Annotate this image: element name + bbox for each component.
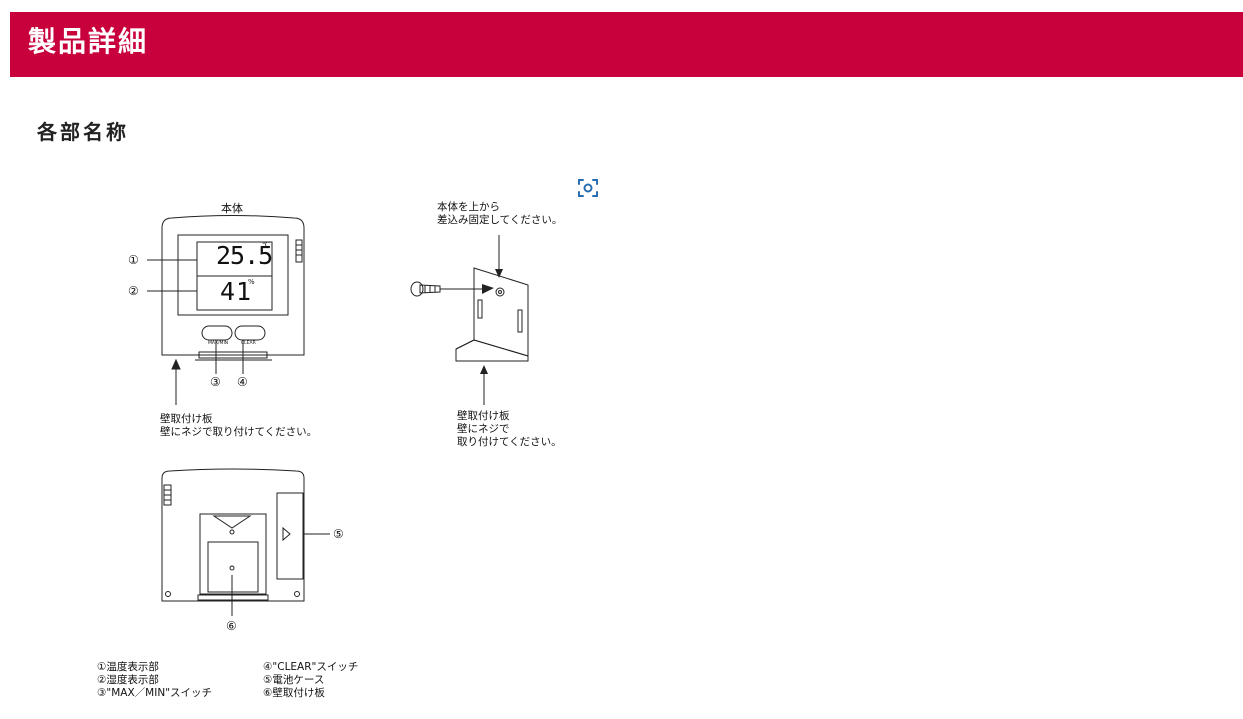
bracket-top-note-line-1: 本体を上から [437,201,500,213]
legend-item-3: ③"MAX／MIN"スイッチ [97,687,213,699]
back-callout-lines [231,533,330,616]
bracket-bottom-note-line-1: 壁取付け板 [457,410,510,422]
legend-item-1: ①温度表示部 [97,661,159,673]
bracket-arrow [480,365,488,374]
insert-arrow [495,269,503,278]
callout-1: ① [128,253,139,267]
mount-note-line-1: 壁取付け板 [160,413,213,425]
front-callout-lines [147,259,244,405]
front-unit-illustration [161,215,305,361]
section-title: 各部名称 [37,120,129,144]
mount-note-line-2: 壁にネジで取り付けてください。 [160,426,318,438]
callout-2: ② [128,284,139,298]
clear-button-label: CLEAR [241,341,256,346]
bracket-illustration [455,267,529,362]
zoom-icon[interactable] [576,176,600,200]
screw-illustration [410,281,482,297]
bracket-bottom-note-line-3: 取り付けてください。 [457,436,562,448]
legend-item-4: ④"CLEAR"スイッチ [263,661,359,673]
bracket-bottom-note-line-2: 壁にネジで [457,423,510,435]
callout-5: ⑤ [333,527,344,541]
callout-3: ③ [210,375,221,389]
mount-arrow [171,358,181,370]
bracket-top-note-line-2: 差込み固定してください。 [437,214,563,226]
page-title: 製品詳細 [28,25,149,58]
max-min-button-label: MAX/MIN [208,341,229,346]
back-unit-illustration [161,468,305,602]
humidity-display: 41 [220,277,253,306]
humidity-unit: % [248,278,255,286]
legend-item-6: ⑥壁取付け板 [263,687,325,699]
callout-4: ④ [237,375,248,389]
page-header: 製品詳細 [10,12,1243,77]
temperature-unit: ℃ [262,241,270,249]
callout-6: ⑥ [226,619,237,633]
front-caption: 本体 [221,202,243,215]
temperature-display: 25.5 [216,241,273,270]
legend-item-2: ②湿度表示部 [97,674,159,686]
screw-arrow [482,284,494,294]
legend-item-5: ⑤電池ケース [263,674,325,686]
